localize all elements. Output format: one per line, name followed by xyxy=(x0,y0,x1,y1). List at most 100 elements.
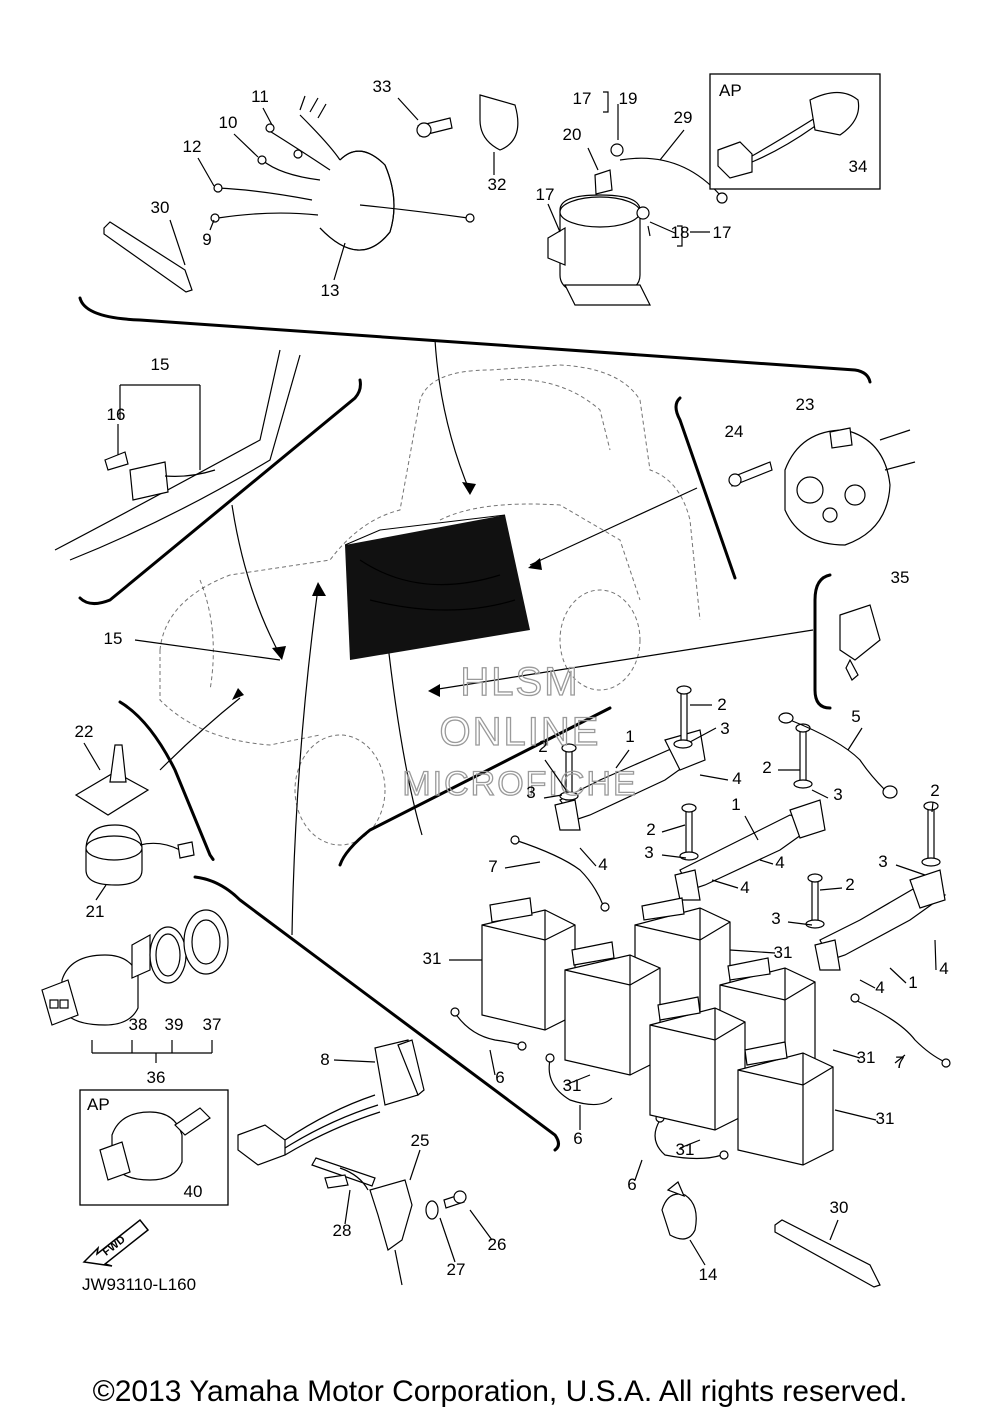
ap-label-bottom: AP xyxy=(87,1095,110,1114)
wire-harness-13 xyxy=(103,95,475,293)
callout-c3a: 3 xyxy=(720,719,729,738)
callout-c24: 24 xyxy=(725,422,744,441)
ap-box-34: AP xyxy=(709,73,881,190)
callout-c3c: 3 xyxy=(833,785,842,804)
callout-c34: 34 xyxy=(849,157,868,176)
callout-c8: 8 xyxy=(320,1050,329,1069)
callout-c2a: 2 xyxy=(717,695,726,714)
callout-c36: 36 xyxy=(147,1068,166,1087)
pointer-lines xyxy=(159,339,814,936)
callout-c39: 39 xyxy=(165,1015,184,1034)
battery-pack-on-vehicle xyxy=(344,514,530,660)
callout-c11: 11 xyxy=(251,87,269,106)
callout-c4f: 4 xyxy=(875,978,884,997)
callout-c27: 27 xyxy=(447,1260,466,1279)
callout-c3d: 3 xyxy=(644,843,653,862)
callout-c31b: 31 xyxy=(774,943,793,962)
callout-c10: 10 xyxy=(219,113,238,132)
callout-c4d: 4 xyxy=(740,878,749,897)
callout-c35: 35 xyxy=(891,568,910,587)
motor-cover-23 xyxy=(728,427,916,546)
callout-c15a: 15 xyxy=(151,355,170,374)
callout-c3f: 3 xyxy=(771,909,780,928)
callout-c4a: 4 xyxy=(732,769,741,788)
callout-c17a: 17 xyxy=(573,89,592,108)
hold-down-brackets-1 xyxy=(554,685,947,971)
callout-c31a: 31 xyxy=(423,949,442,968)
callout-c2f: 2 xyxy=(845,875,854,894)
ap-label-top: AP xyxy=(719,81,742,100)
ap-box-40: AP xyxy=(79,1089,229,1206)
callout-c3e: 3 xyxy=(878,852,887,871)
callout-c13: 13 xyxy=(321,281,340,300)
clamp-32 xyxy=(416,94,519,151)
callout-c38: 38 xyxy=(129,1015,148,1034)
harness-15-upper xyxy=(54,349,301,561)
callout-c2e: 2 xyxy=(646,820,655,839)
drawing-code: JW93110-L160 xyxy=(82,1275,196,1294)
clamp-14 xyxy=(661,1181,881,1288)
callout-c9: 9 xyxy=(202,230,211,249)
callout-c2c: 2 xyxy=(762,758,771,777)
callout-c17b: 17 xyxy=(536,185,555,204)
key-switch-36 xyxy=(41,909,229,1063)
callout-c18: 18 xyxy=(671,223,690,242)
callout-c19: 19 xyxy=(619,89,638,108)
callout-c2b: 2 xyxy=(538,737,547,756)
callout-c40: 40 xyxy=(184,1182,203,1201)
callout-c14: 14 xyxy=(699,1265,718,1284)
callout-c4c: 4 xyxy=(775,853,784,872)
callout-c6c: 6 xyxy=(627,1175,636,1194)
fwd-arrow: FWD xyxy=(82,1218,150,1267)
callout-c23: 23 xyxy=(796,395,815,414)
callout-c2d: 2 xyxy=(930,781,939,800)
callout-c25: 25 xyxy=(411,1131,430,1150)
battery-cables xyxy=(450,712,951,1160)
section-separators xyxy=(78,296,872,1152)
callout-c37: 37 xyxy=(203,1015,222,1034)
copyright-footer: ©2013 Yamaha Motor Corporation, U.S.A. A… xyxy=(92,1375,908,1408)
callout-c7b: 7 xyxy=(895,1053,904,1072)
leader-lines xyxy=(83,91,937,1266)
watermark-line-3: MICROFICHE xyxy=(402,765,637,803)
callout-c28: 28 xyxy=(333,1221,352,1240)
watermark: HLSM ONLINE MICROFICHE xyxy=(402,659,637,803)
callout-c6a: 6 xyxy=(495,1068,504,1087)
callout-c1a: 1 xyxy=(625,727,634,746)
solenoid-17 xyxy=(547,143,728,306)
sensor-21-22 xyxy=(74,744,195,886)
callout-c5: 5 xyxy=(851,707,860,726)
watermark-line-2: ONLINE xyxy=(440,710,601,754)
callout-c31c: 31 xyxy=(857,1048,876,1067)
callout-c7a: 7 xyxy=(488,857,497,876)
callout-c3b: 3 xyxy=(526,783,535,802)
callout-c32: 32 xyxy=(488,175,507,194)
holder-35 xyxy=(839,604,881,681)
callout-c31d: 31 xyxy=(563,1076,582,1095)
callout-c31e: 31 xyxy=(676,1140,695,1159)
harness-8 xyxy=(237,1039,467,1286)
callout-c21: 21 xyxy=(86,902,105,921)
callout-c26: 26 xyxy=(488,1235,507,1254)
callout-c6b: 6 xyxy=(573,1129,582,1148)
callout-c4b: 4 xyxy=(598,855,607,874)
callout-c22: 22 xyxy=(75,722,94,741)
callout-c30a: 30 xyxy=(151,198,170,217)
callout-c1c: 1 xyxy=(908,973,917,992)
callout-c12: 12 xyxy=(183,137,202,156)
callout-c1b: 1 xyxy=(731,795,740,814)
callout-c20: 20 xyxy=(563,125,582,144)
batteries-31 xyxy=(481,897,834,1166)
watermark-line-1: HLSM xyxy=(460,660,579,704)
callout-c31f: 31 xyxy=(876,1109,895,1128)
vehicle-outline xyxy=(159,364,701,846)
callout-c33: 33 xyxy=(373,77,392,96)
callout-c30b: 30 xyxy=(830,1198,849,1217)
callout-c4e: 4 xyxy=(939,959,948,978)
callout-c15b: 15 xyxy=(104,629,123,648)
callout-c17c: 17 xyxy=(713,223,732,242)
callout-c29: 29 xyxy=(674,108,693,127)
callout-c16: 16 xyxy=(107,405,126,424)
